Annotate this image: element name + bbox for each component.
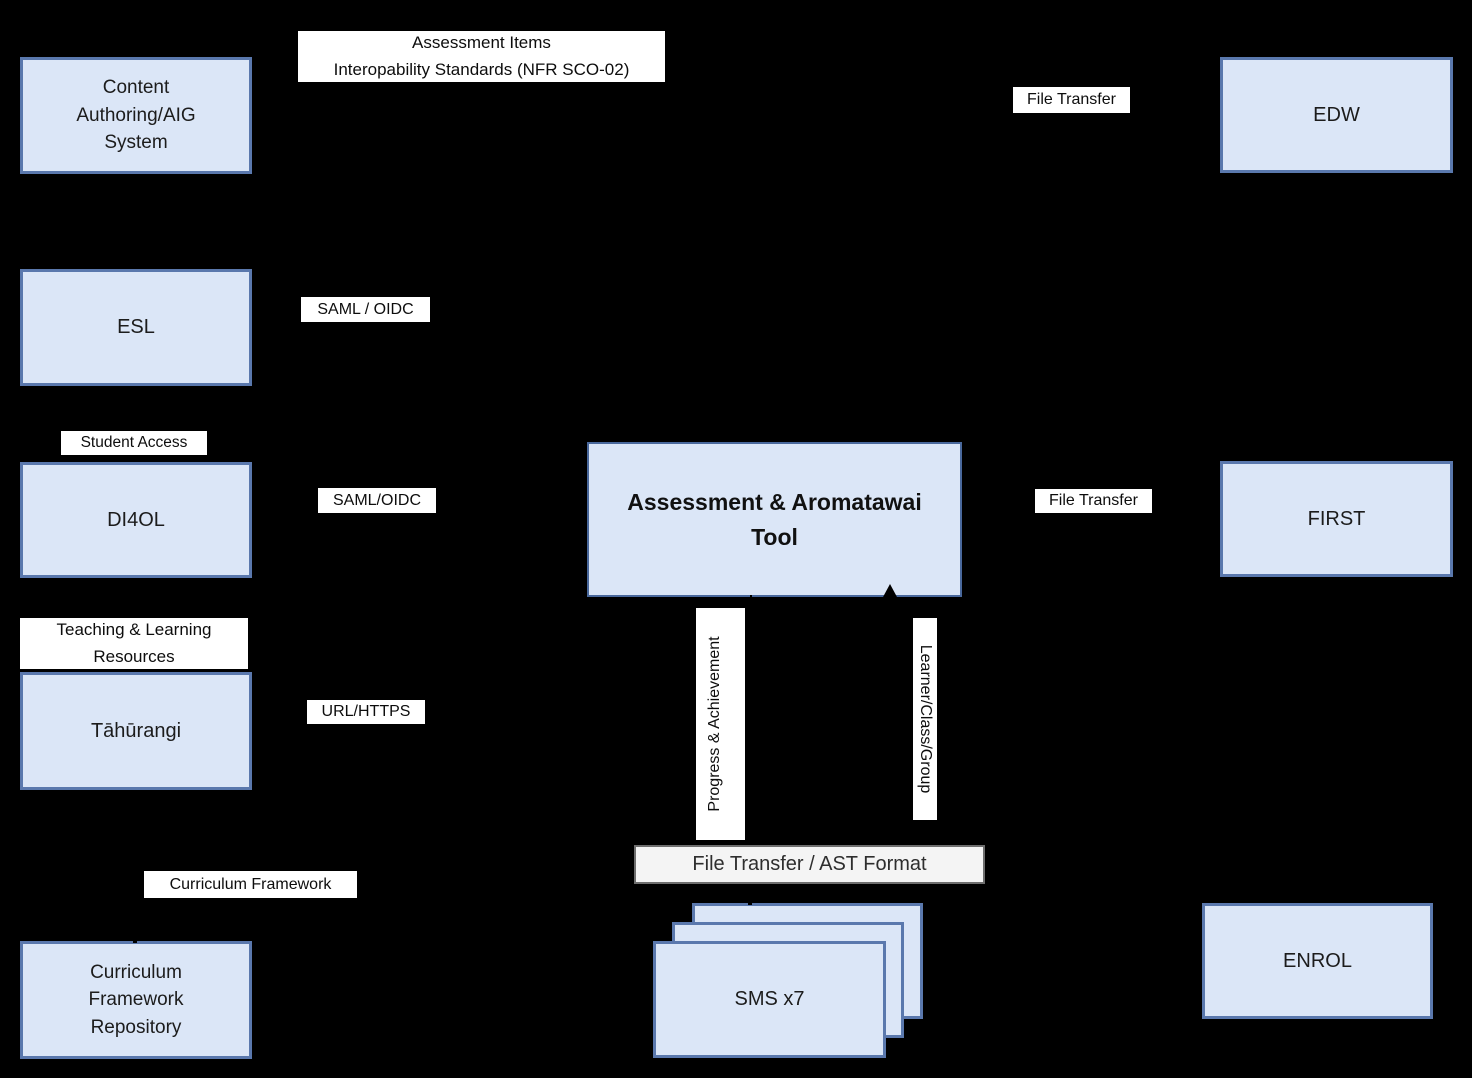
label-progress-achievement: Progress & Achievement [696, 608, 745, 840]
box-first: FIRST [1220, 461, 1453, 577]
connector-stub-below-assessment-tool [750, 595, 752, 602]
label-teaching-learning-resources: Teaching & Learning Resources [20, 618, 248, 669]
label-file-transfer-ast-format: File Transfer / AST Format [634, 845, 985, 884]
label-saml-oidc-di4ol: SAML/OIDC [318, 488, 436, 513]
label-file-transfer-edw: File Transfer [1013, 87, 1130, 113]
label-curriculum-framework: Curriculum Framework [144, 871, 357, 898]
box-di4ol: DI4OL [20, 462, 252, 578]
label-student-access: Student Access [61, 431, 207, 455]
box-esl: ESL [20, 269, 252, 386]
box-edw: EDW [1220, 57, 1453, 173]
connector-stub-curriculum-repository [133, 935, 137, 943]
box-curriculum-framework-repository: Curriculum Framework Repository [20, 941, 252, 1059]
connector-stub-above-assessment-tool [884, 433, 886, 442]
label-progress-achievement-text: Progress & Achievement [705, 636, 723, 812]
box-assessment-aromatawai-tool: Assessment & Aromatawai Tool [587, 442, 962, 597]
label-assessment-items-standards: Assessment Items Interopability Standard… [298, 31, 665, 82]
label-learner-class-group-text: Learner/Class/Group [917, 644, 934, 794]
label-learner-class-group: Learner/Class/Group [913, 618, 937, 820]
box-tahurangi: Tāhūrangi [20, 672, 252, 790]
label-url-https: URL/HTTPS [307, 700, 425, 724]
box-content-authoring-system: Content Authoring/AIG System [20, 57, 252, 174]
box-enrol: ENROL [1202, 903, 1433, 1019]
label-saml-oidc-esl: SAML / OIDC [301, 297, 430, 322]
arrowhead-up-into-assessment-tool [883, 584, 897, 597]
connector-stub-sms-stack [748, 900, 752, 905]
label-file-transfer-first: File Transfer [1035, 489, 1152, 513]
box-sms-front: SMS x7 [653, 941, 886, 1058]
